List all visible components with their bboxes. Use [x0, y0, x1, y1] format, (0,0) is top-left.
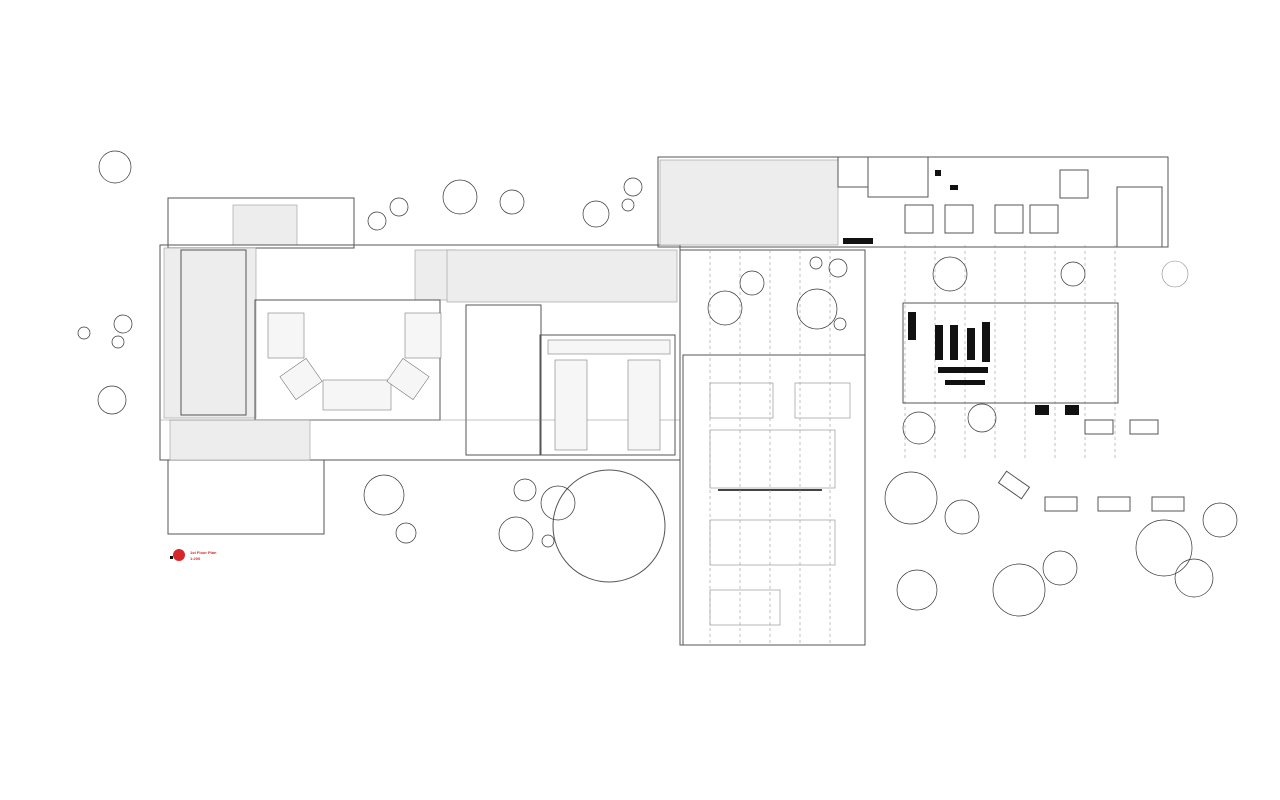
- trees: [77, 150, 1238, 617]
- legend-marker-icon: [173, 549, 185, 561]
- round-kiosk: [1161, 260, 1189, 288]
- plan-legend: 1st Floor Plan 1:200: [170, 549, 217, 561]
- seating-blocks: [267, 312, 671, 451]
- legend-title: 1st Floor Plan: [190, 550, 217, 555]
- left-building: [159, 197, 681, 535]
- north-arrow-icon: [170, 556, 173, 559]
- courtyard-grid: [902, 245, 1119, 460]
- workshop-hall: [679, 249, 866, 646]
- pavilions: [997, 419, 1185, 512]
- top-right-building: [657, 156, 1169, 248]
- circular-plaza: [552, 469, 666, 583]
- legend-scale: 1:200: [190, 556, 201, 561]
